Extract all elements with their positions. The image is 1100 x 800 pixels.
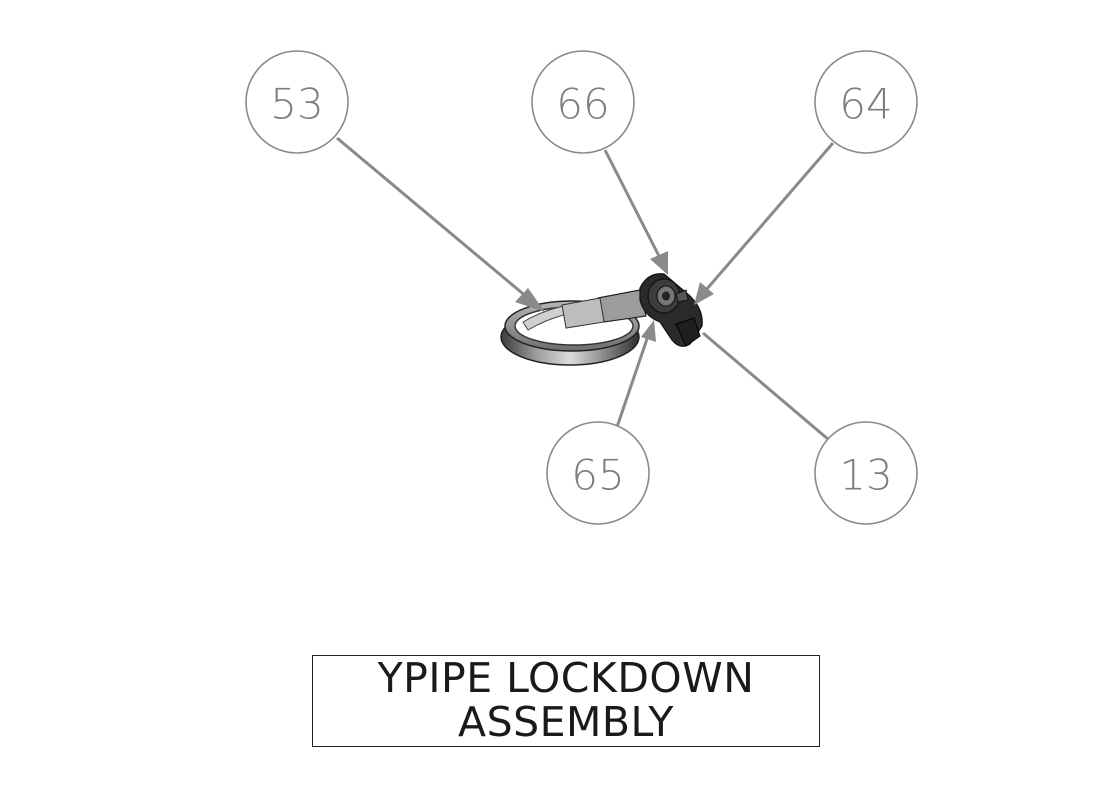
balloon-65-label: 65 <box>571 451 624 500</box>
balloon-65: 65 <box>546 421 650 525</box>
balloon-13: 13 <box>814 421 918 525</box>
balloon-64-label: 64 <box>839 80 892 129</box>
clamp-ring <box>500 289 647 366</box>
leader-66 <box>603 149 668 275</box>
balloon-64: 64 <box>814 50 918 154</box>
lock-housing <box>639 273 703 347</box>
balloon-53: 53 <box>245 50 349 154</box>
leader-53 <box>336 136 545 312</box>
balloon-66: 66 <box>531 50 635 154</box>
balloon-53-label: 53 <box>270 80 323 129</box>
leader-64 <box>694 142 835 305</box>
view-title-line-2: ASSEMBLY <box>458 698 674 746</box>
view-title-line-1: YPIPE LOCKDOWN <box>377 655 755 702</box>
balloon-13-label: 13 <box>839 451 892 500</box>
leader-13 <box>702 331 830 442</box>
balloon-66-label: 66 <box>556 80 609 129</box>
view-title-box: YPIPE LOCKDOWN ASSEMBLY <box>312 655 820 747</box>
ypipe-clamp-part <box>500 273 703 366</box>
leader-65 <box>615 320 656 428</box>
